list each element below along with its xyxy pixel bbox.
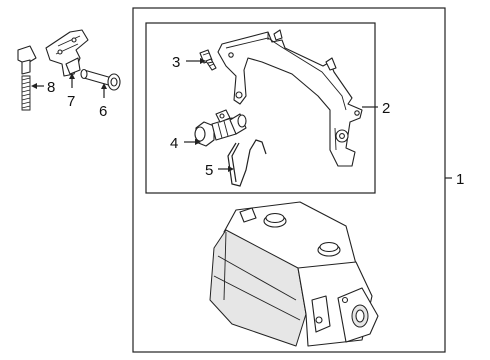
- adjusting-screw-part: [17, 45, 37, 111]
- bracket-subassembly-frame: [145, 22, 376, 194]
- callout-6: 6: [99, 103, 107, 120]
- arrow-3: [200, 58, 206, 64]
- arrow-5: [228, 166, 234, 172]
- callout-8: 8: [47, 79, 55, 96]
- arrow-7: [69, 73, 75, 79]
- callout-4: 4: [170, 135, 178, 152]
- mounting-bracket: [217, 29, 363, 167]
- fog-lamp-housing: [209, 201, 379, 347]
- callout-3: 3: [172, 54, 180, 71]
- callout-1: 1: [456, 171, 464, 188]
- arrow-6: [101, 83, 107, 89]
- arrow-8: [31, 83, 37, 89]
- callout-2: 2: [382, 100, 390, 117]
- leveling-actuator-part: [194, 109, 247, 147]
- assembly-frame: [132, 7, 446, 353]
- adjuster-bracket-part: [45, 29, 89, 77]
- arrow-4: [195, 139, 201, 145]
- callout-5: 5: [205, 162, 213, 179]
- callout-7: 7: [67, 93, 75, 110]
- wire-clip-part: [227, 139, 267, 187]
- pivot-pin-part: [80, 68, 121, 91]
